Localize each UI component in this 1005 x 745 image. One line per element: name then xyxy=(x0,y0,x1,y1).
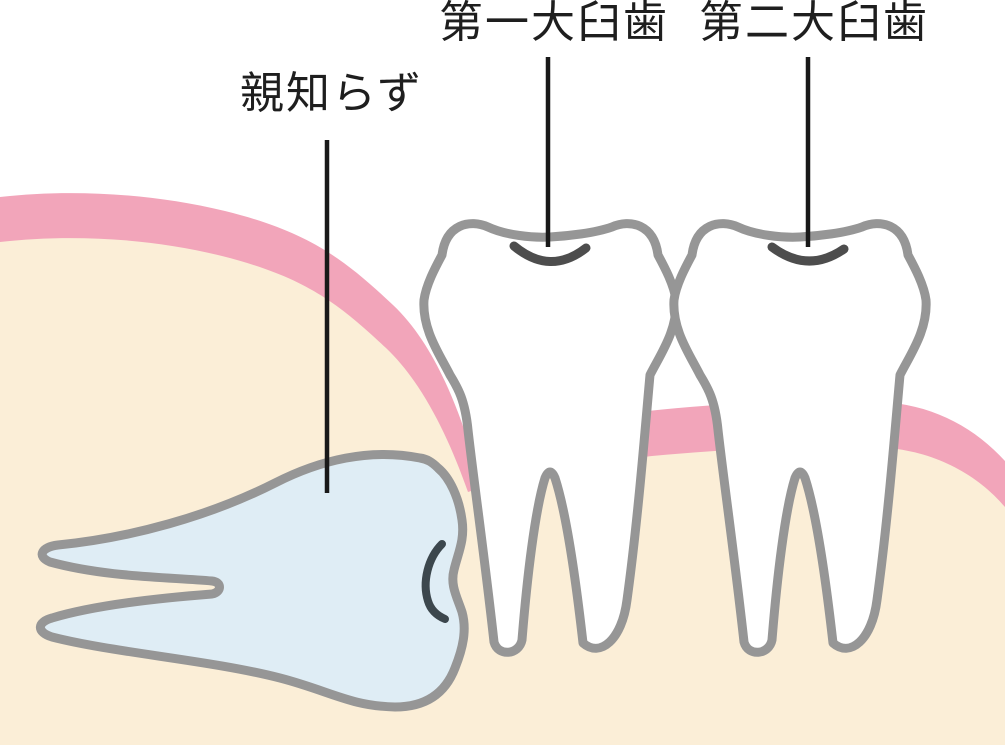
wisdom-tooth-groove-icon xyxy=(421,540,449,623)
first-molar-groove-icon xyxy=(509,241,591,266)
wisdom-tooth-label: 親知らず xyxy=(240,69,424,118)
second-molar-label: 第二大臼歯 xyxy=(699,0,929,47)
first-molar-label: 第一大臼歯 xyxy=(439,0,669,47)
wisdom-tooth-shape xyxy=(35,449,469,712)
second-molar-groove-icon xyxy=(767,242,849,266)
first-molar-shape xyxy=(419,219,681,657)
second-molar-shape xyxy=(669,219,931,657)
